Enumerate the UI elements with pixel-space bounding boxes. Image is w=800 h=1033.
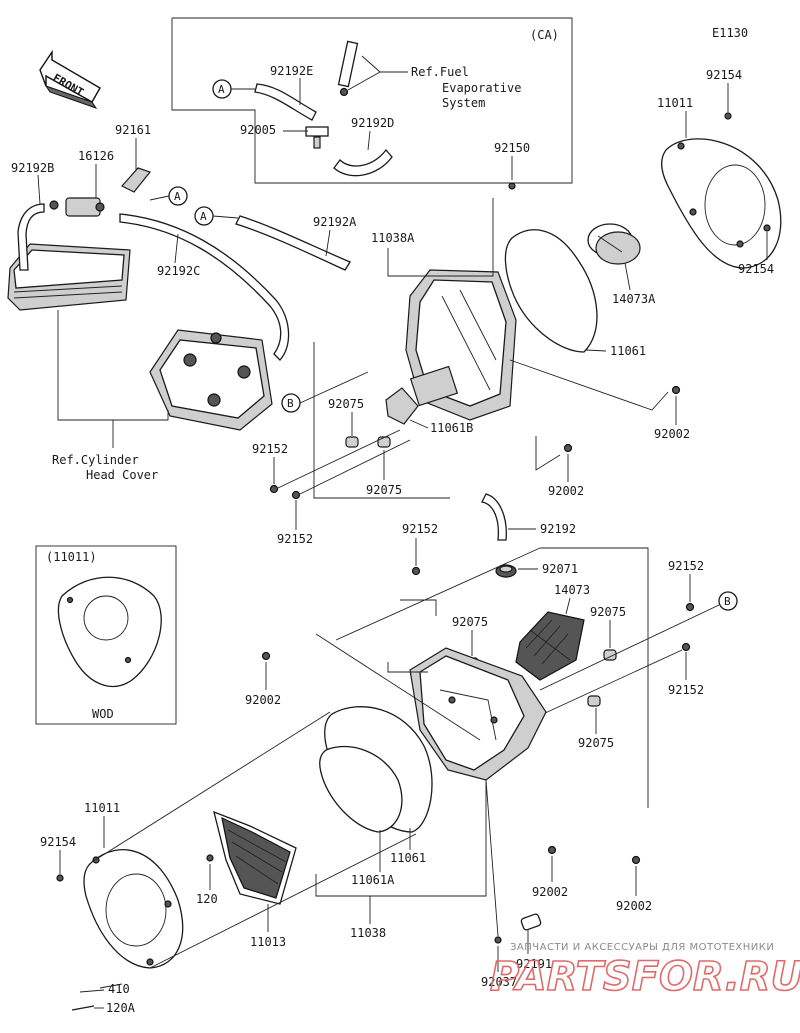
label-120A: 120A (106, 1001, 136, 1015)
label-92152-c: 92152 (402, 522, 438, 536)
watermark-brand: PARTSFOR.RU (490, 954, 800, 1000)
gasket-11061A (319, 745, 403, 833)
filter-14073A (587, 223, 641, 265)
hose-92192B (17, 203, 45, 271)
ca-tag: (CA) (530, 28, 559, 42)
label-92154-right: 92154 (738, 262, 774, 276)
head-cover-rear (149, 329, 273, 431)
cylinder-head-cover (7, 243, 131, 311)
label-92075-c: 92075 (590, 605, 626, 619)
label-92152-a: 92152 (252, 442, 288, 456)
ref-fuel-1: Ref.Fuel (411, 65, 469, 79)
label-92192E: 92192E (270, 64, 313, 78)
front-arrow-icon (39, 49, 101, 109)
label-92002-b1: 92002 (532, 885, 568, 899)
housing-11038A (405, 269, 517, 421)
label-92154-bot: 92154 (40, 835, 76, 849)
cover-11011-bot (83, 848, 184, 969)
label-11038A: 11038A (371, 231, 415, 245)
bolt-410 (99, 983, 123, 989)
label-92192B: 92192B (11, 161, 54, 175)
label-92161: 92161 (115, 123, 151, 137)
label-11061: 11061 (610, 344, 646, 358)
label-92005: 92005 (240, 123, 276, 137)
wod-cover-icon (57, 576, 162, 688)
screw-120A (71, 1005, 95, 1011)
label-11011-bot: 11011 (84, 801, 120, 815)
hose-92192C (119, 213, 290, 361)
label-11061A: 11061A (351, 873, 395, 887)
label-92192A: 92192A (313, 215, 357, 229)
plate-11061B (385, 387, 419, 425)
ref-fuel-2: Evaporative (442, 81, 521, 95)
hose-92192A (235, 215, 351, 271)
cover-11011-top (661, 138, 782, 269)
label-92192C: 92192C (157, 264, 200, 278)
fitting-16126 (49, 197, 105, 217)
label-92002-r1: 92002 (654, 427, 690, 441)
callout-b-bot (718, 591, 738, 611)
ref-cylinder-2: Head Cover (86, 468, 158, 482)
callout-b-bot-text: B (724, 595, 731, 608)
grommet-92071 (495, 564, 517, 578)
label-92150: 92150 (494, 141, 530, 155)
label-11061B: 11061B (430, 421, 473, 435)
watermark-caption: ЗАПЧАСТИ И АКСЕССУАРЫ ДЛЯ МОТОТЕХНИКИ (510, 942, 774, 953)
diagram-code: E1130 (712, 26, 748, 40)
callout-a-2-text: A (200, 210, 207, 223)
wod-caption: WOD (92, 707, 114, 721)
label-11061-bot: 11061 (390, 851, 426, 865)
callout-a-1-text: A (174, 190, 181, 203)
wod-frame (35, 545, 177, 725)
label-11011-top: 11011 (657, 96, 693, 110)
label-92075-e: 92075 (578, 736, 614, 750)
label-92075-d: 92075 (452, 615, 488, 629)
label-410: 410 (108, 982, 130, 996)
label-92071: 92071 (542, 562, 578, 576)
label-92152-b: 92152 (277, 532, 313, 546)
label-92075-a: 92075 (328, 397, 364, 411)
label-92002-b2: 92002 (616, 899, 652, 913)
label-92192: 92192 (540, 522, 576, 536)
callout-b-top-text: B (287, 397, 294, 410)
filter-14073 (515, 611, 585, 681)
label-16126: 16126 (78, 149, 114, 163)
label-92075-b: 92075 (366, 483, 402, 497)
ca-hoses (254, 40, 393, 177)
cap-92191 (520, 913, 542, 931)
label-92152-e: 92152 (668, 683, 704, 697)
wod-title: (11011) (46, 550, 97, 564)
ref-fuel-3: System (442, 96, 485, 110)
label-14073: 14073 (554, 583, 590, 597)
label-92154-top: 92154 (706, 68, 742, 82)
callout-a-ca-text: A (218, 83, 225, 96)
label-14073A: 14073A (612, 292, 656, 306)
label-92002-r2: 92002 (548, 484, 584, 498)
bracket-92161 (121, 167, 152, 193)
housing-11038 (409, 647, 547, 781)
hose-92192 (481, 493, 507, 541)
label-11013: 11013 (250, 935, 286, 949)
label-92152-d: 92152 (668, 559, 704, 573)
element-11013 (213, 810, 297, 905)
label-11038: 11038 (350, 926, 386, 940)
label-92191: 92191 (516, 957, 552, 971)
label-92002-l: 92002 (245, 693, 281, 707)
gasket-11061 (504, 229, 598, 353)
ca-frame (171, 17, 573, 184)
label-120: 120 (196, 892, 218, 906)
ref-cylinder-1: Ref.Cylinder (52, 453, 139, 467)
label-92037: 92037 (481, 975, 517, 989)
label-92192D: 92192D (351, 116, 394, 130)
